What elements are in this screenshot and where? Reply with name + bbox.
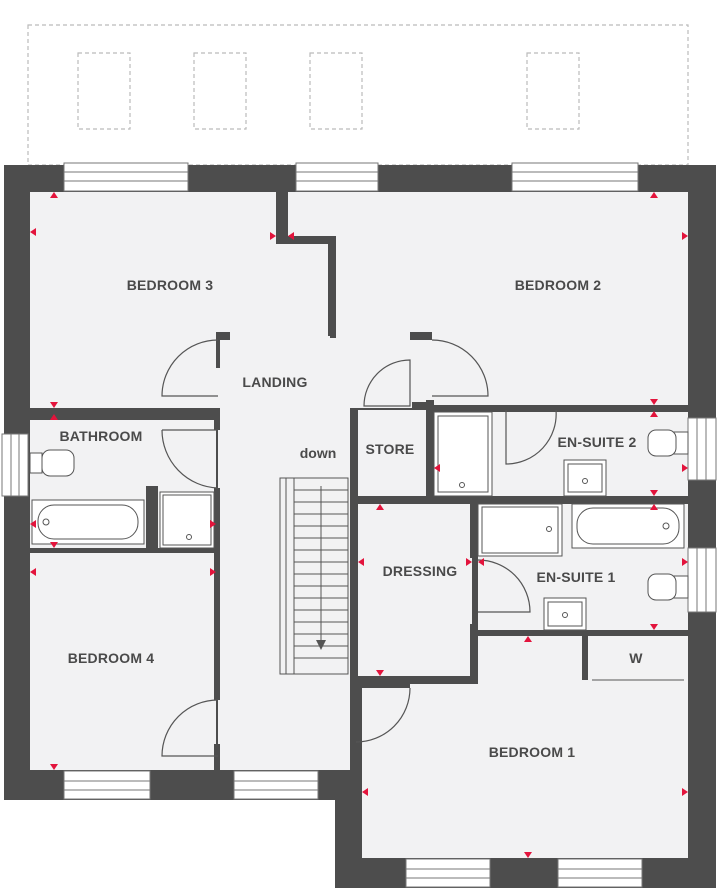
- window-lines: [10, 171, 707, 879]
- dimension-markers: [30, 192, 688, 858]
- label-store: STORE: [366, 441, 415, 457]
- label-bedroom-4: BEDROOM 4: [68, 650, 155, 666]
- label-landing: LANDING: [242, 374, 307, 390]
- label-dressing: DRESSING: [383, 563, 458, 579]
- bathroom-wc: [29, 452, 43, 474]
- door-swings: [161, 339, 557, 757]
- roof-outline: [27, 24, 689, 166]
- label-stairs-down: down: [300, 445, 337, 461]
- label-bedroom-1: BEDROOM 1: [489, 744, 576, 760]
- label-en-suite-1: EN-SUITE 1: [536, 569, 615, 585]
- label-bedroom-3: BEDROOM 3: [127, 277, 214, 293]
- windows: [1, 162, 717, 888]
- fixtures: [29, 411, 689, 631]
- label-en-suite-2: EN-SUITE 2: [557, 434, 636, 450]
- label-bedroom-2: BEDROOM 2: [515, 277, 602, 293]
- label-wardrobe: W: [629, 650, 643, 666]
- stairs-arrow-icon: [316, 640, 326, 650]
- label-bathroom: BATHROOM: [60, 428, 143, 444]
- interior-walls: [30, 192, 688, 772]
